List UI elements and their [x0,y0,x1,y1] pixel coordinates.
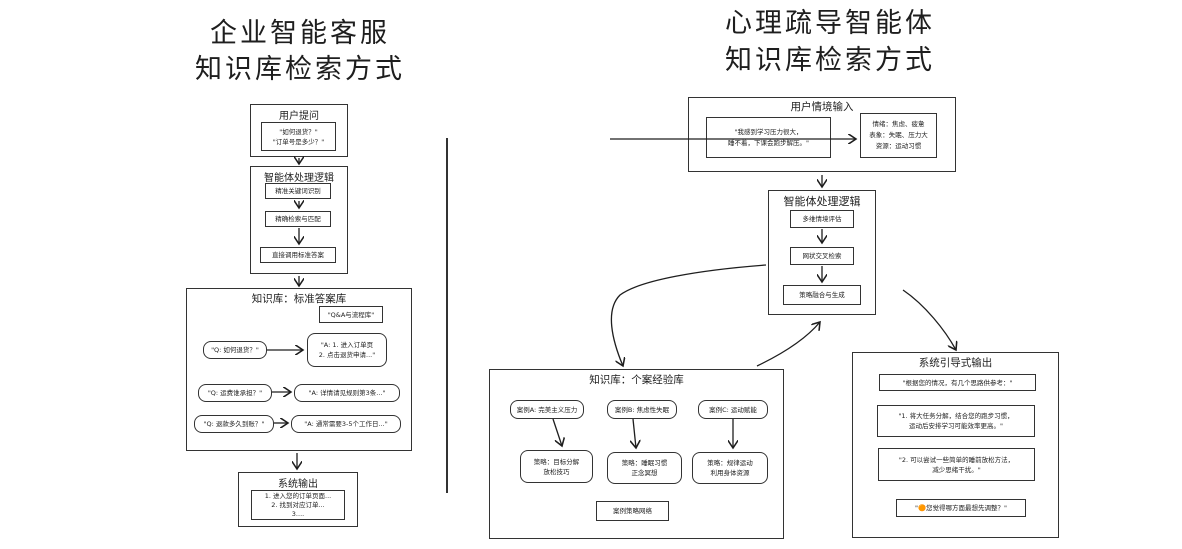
left-output-content: 1. 进入您的订单页面... 2. 找到对应订单... 3.... [251,490,345,520]
output-item-3: "2. 可以尝试一些简单的睡前放松方法， 减少思绪干扰。" [878,448,1035,481]
faq-answer-2: "A: 详情请见规则第3条..." [294,384,400,402]
user-question-label: 用户提问 [279,111,319,122]
left-step-1: 精准关键词识别 [265,183,331,199]
strategy-b: 策略：睡眠习惯 正念冥想 [607,452,682,484]
user-question-box: 用户提问 "如何退货？" "订单号是多少？" [250,104,348,157]
left-knowledge-base-box: 知识库：标准答案库 "Q&A与流程库" "Q: 如何退货？" "A: 1. 进入… [186,288,412,451]
right-knowledge-base-box: 知识库：个案经验库 案例A: 完美主义压力 案例B: 焦虑性失眠 案例C: 运动… [489,369,784,539]
output-item-1: "根据您的情况，有几个思路供参考：" [879,374,1036,391]
left-title-line2: 知识库检索方式 [195,54,405,85]
right-output-label: 系统引导式输出 [918,357,993,369]
case-c: 案例C: 运动赋能 [698,400,768,419]
right-knowledge-base-label: 知识库：个案经验库 [589,374,684,386]
left-step-2: 精确检索与匹配 [265,211,331,227]
left-agent-logic-label: 智能体处理逻辑 [264,173,334,184]
right-step-1: 多维情境评估 [790,210,854,228]
left-output-label: 系统输出 [278,479,318,490]
right-step-2: 网状交叉检索 [790,247,854,265]
vertical-divider [446,138,448,493]
strategy-a: 策略：目标分解 放松技巧 [520,450,593,483]
arrow-logic-to-kb-curve [610,264,767,366]
faq-question-1: "Q: 如何退货？" [203,341,267,359]
arrow-kb-to-logic-curve [756,322,820,367]
user-context-label: 用户情境输入 [790,101,854,113]
faq-answer-3: "A: 通常需要3-5个工作日..." [291,415,401,433]
case-a: 案例A: 完美主义压力 [510,400,584,419]
right-title-line1: 心理疏导智能体 [725,8,935,39]
faq-question-3: "Q: 退款多久到账？" [194,415,274,433]
user-context-quote: "我感到学习压力很大， 睡不着，下课会跑步解压。" [706,117,831,158]
right-output-box: 系统引导式输出 "根据您的情况，有几个思路供参考：" "1. 将大任务分解，结合… [852,352,1059,538]
left-knowledge-base-label: 知识库：标准答案库 [251,293,347,305]
output-item-2: "1. 将大任务分解，结合您的跑步习惯， 运动后安排学习可能效率更高。" [877,405,1035,437]
left-output-box: 系统输出 1. 进入您的订单页面... 2. 找到对应订单... 3.... [238,472,358,527]
strategy-c: 策略：规律运动 利用身体资源 [692,452,768,484]
right-title-line2: 知识库检索方式 [725,45,935,76]
output-item-4: "🟠您觉得哪方面最想先调整？" [896,499,1026,517]
right-agent-logic-label: 智能体处理逻辑 [783,195,861,208]
right-agent-logic-box: 智能体处理逻辑 多维情境评估 网状交叉检索 策略融合与生成 [768,190,876,315]
case-strategy-network: 案例策略网络 [596,501,669,521]
case-b: 案例B: 焦虑性失眠 [607,400,677,419]
left-agent-logic-box: 智能体处理逻辑 精准关键词识别 精确检索与匹配 直接调用标准答案 [250,166,348,274]
left-title-line1: 企业智能客服 [210,18,390,49]
user-context-analysis: 情绪：焦虑、疲惫 表象：失眠、压力大 资源：运动习惯 [860,113,937,158]
user-context-box: 用户情境输入 "我感到学习压力很大， 睡不着，下课会跑步解压。" 情绪：焦虑、疲… [688,97,956,172]
faq-question-2: "Q: 运费谁承担？" [198,384,272,402]
left-step-3: 直接调用标准答案 [260,247,336,263]
right-step-3: 策略融合与生成 [783,285,861,305]
user-question-examples: "如何退货？" "订单号是多少？" [261,122,336,151]
faq-answer-1: "A: 1. 进入订单页 2. 点击退货申请..." [307,333,387,367]
qa-library-tag: "Q&A与流程库" [319,306,383,323]
arrow-logic-to-output-curve [902,289,956,350]
